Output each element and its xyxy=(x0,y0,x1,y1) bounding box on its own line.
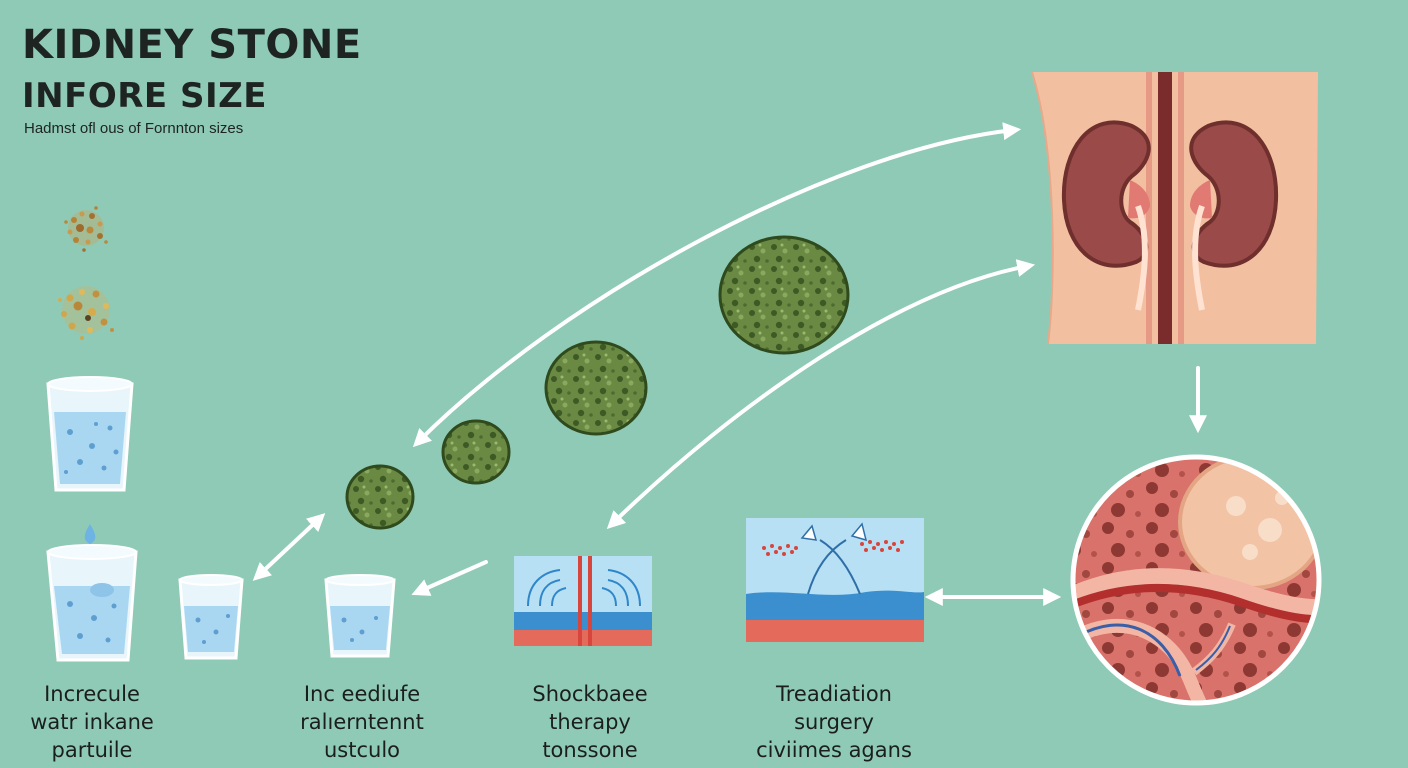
caption-line: ralıerntennt xyxy=(300,710,424,734)
page-subtitle: Hadmst ofl ous of Fornnton sizes xyxy=(24,120,244,137)
surgery-panel-icon xyxy=(746,518,924,642)
caption-shockwave-therapy: Shockbaee therapy tonssone xyxy=(480,680,700,764)
kidney-stone-icon xyxy=(345,464,415,530)
caption-medication: Inc eediufe ralıerntennt ustculo xyxy=(252,680,472,764)
caption-line: watr inkane xyxy=(30,710,154,734)
caption-line: Increcule xyxy=(44,682,140,706)
water-glass-icon xyxy=(178,574,244,660)
kidney-stone-icon xyxy=(718,235,850,355)
caption-water-intake: Increcule watr inkane partuile xyxy=(0,680,202,764)
caption-line: surgery xyxy=(794,710,874,734)
caption-line: partuile xyxy=(51,738,133,762)
caption-line: civiimes agans xyxy=(756,738,912,762)
caption-line: ustculo xyxy=(323,738,401,762)
caption-line: therapy xyxy=(549,710,631,734)
tissue-closeup-icon xyxy=(1070,454,1322,706)
water-glass-icon xyxy=(46,524,138,662)
caption-line: Inc eediufe xyxy=(303,682,421,706)
page-title-secondary: INFORE SIZE xyxy=(22,76,267,116)
arrow-icon xyxy=(252,122,1207,606)
caption-line: tonssone xyxy=(542,738,638,762)
crystal-cluster-icon xyxy=(64,206,108,252)
shockwave-panel-icon xyxy=(514,556,652,646)
page-title: KIDNEY STONE xyxy=(22,22,362,68)
crystal-cluster-icon xyxy=(58,286,114,340)
caption-surgery: Treadiation surgery civiimes agans xyxy=(724,680,944,764)
caption-line: Treadiation xyxy=(776,682,892,706)
kidney-anatomy-icon xyxy=(1031,71,1318,345)
kidney-stone-icon xyxy=(544,340,648,436)
kidney-stone-icon xyxy=(441,419,511,485)
water-glass-icon xyxy=(324,574,396,658)
caption-line: Shockbaee xyxy=(532,682,648,706)
water-glass-icon xyxy=(46,376,134,492)
